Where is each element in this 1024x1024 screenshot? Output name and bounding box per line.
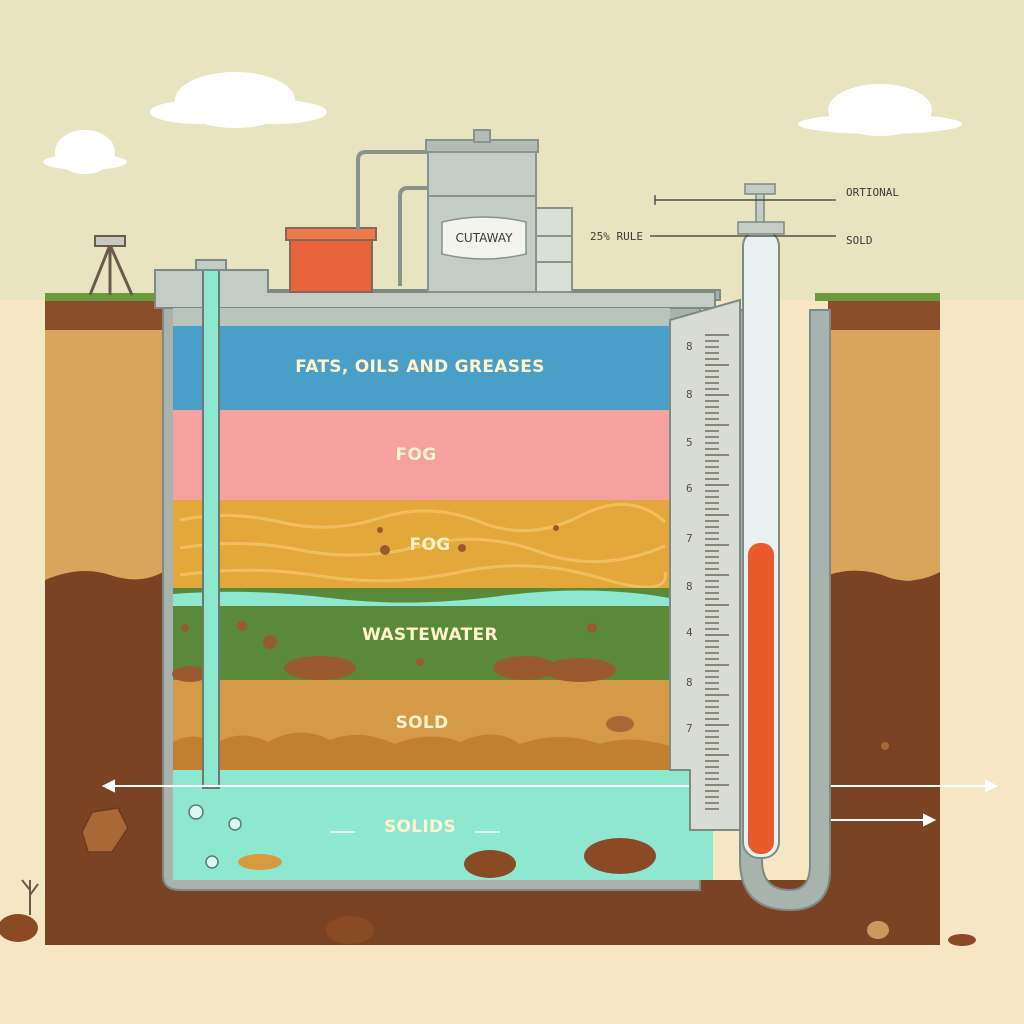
soil-right-top — [828, 300, 940, 330]
label-fog-1: FOG — [396, 445, 437, 465]
rock-icon — [493, 656, 557, 680]
rock-icon — [606, 716, 634, 732]
pebble-icon — [587, 623, 597, 633]
ruler-ticks — [705, 334, 729, 810]
soil-right-lower — [828, 570, 940, 945]
rock-icon — [464, 850, 516, 878]
label-fog-2: FOG — [410, 535, 451, 555]
solid-rubble — [173, 732, 670, 770]
ruler-tick-label: 8 — [686, 340, 693, 353]
stone-icon — [948, 934, 976, 946]
stone-icon — [81, 807, 129, 853]
layer-fats-oils-greases — [173, 326, 670, 410]
ruler-tick-label: 7 — [686, 532, 693, 545]
cutaway-sign — [441, 216, 527, 260]
rock-icon — [172, 666, 208, 682]
label-solid: SOLD — [396, 713, 449, 733]
cloud-icon — [150, 72, 327, 128]
rooftop-pipe — [356, 150, 430, 230]
gauge-collar — [737, 221, 785, 235]
ruler-labels: 8 8 5 6 7 8 4 8 7 — [686, 340, 693, 735]
bubble-icon — [228, 817, 242, 831]
tripod-icon — [88, 235, 134, 296]
ruler-tick-label: 8 — [686, 676, 693, 689]
rock-icon — [238, 854, 282, 870]
pebble-icon — [881, 742, 889, 750]
callout-rule: 25% RULE — [590, 230, 643, 243]
soil-left-top — [45, 300, 163, 330]
pebble-icon — [181, 624, 189, 632]
cutaway-sign-text: CUTAWAY — [456, 231, 514, 245]
pebble-icon — [377, 527, 383, 533]
rock-icon — [284, 656, 356, 680]
wastewater-surface — [173, 590, 670, 606]
gauge-fill — [748, 543, 774, 854]
grass-left — [45, 293, 163, 301]
cloud-icon — [43, 130, 127, 174]
grass-right — [815, 293, 940, 301]
bubble-icon — [205, 855, 219, 869]
stone-icon — [867, 921, 889, 939]
pebble-icon — [458, 544, 466, 552]
bubble-icon — [188, 804, 204, 820]
label-wastewater: WASTEWATER — [362, 625, 498, 645]
ruler-tick-label: 5 — [686, 436, 693, 449]
soil-left-upper — [45, 300, 163, 580]
inflow-arrow-icon — [101, 779, 690, 793]
ruler-tick-label: 8 — [686, 580, 693, 593]
gauge-panel — [669, 298, 741, 831]
grease-texture — [179, 502, 667, 589]
pebble-icon — [416, 658, 424, 666]
soil-left-lower — [45, 571, 163, 945]
callout-optional: ORTIONAL — [846, 186, 899, 199]
ruler-tick-label: 7 — [686, 722, 693, 735]
rock-icon — [544, 658, 616, 682]
rooftop-pipe — [398, 186, 430, 286]
cloud-icon — [798, 84, 962, 136]
storage-tank-cap — [473, 129, 491, 143]
label-solids: SOLIDS — [384, 817, 456, 837]
pebble-icon — [263, 635, 277, 649]
ruler-tick-label: 4 — [686, 626, 693, 639]
label-fats-oils-greases: FATS, OILS AND GREASES — [295, 357, 544, 377]
pebble-icon — [237, 621, 247, 631]
rock-icon — [584, 838, 656, 874]
stone-icon — [326, 916, 374, 944]
orange-bin — [289, 235, 373, 293]
soil-right-upper — [828, 300, 940, 580]
tank-lid — [154, 269, 716, 309]
inlet-pipe — [202, 267, 220, 789]
pebble-icon — [380, 545, 390, 555]
layer-fog-top — [173, 308, 670, 326]
layer-fog-pink — [173, 410, 670, 500]
callout-solid: SOLD — [846, 234, 873, 247]
ruler-tick-label: 6 — [686, 482, 693, 495]
grass-tuft-icon — [21, 879, 39, 915]
gauge-plunger-handle — [744, 183, 776, 195]
ruler-tick-label: 8 — [686, 388, 693, 401]
orange-bin-lid — [285, 227, 377, 241]
stone-icon — [0, 914, 38, 942]
inlet-pipe-cap — [195, 259, 227, 271]
outflow-arrow-icon — [828, 779, 999, 793]
pebble-icon — [553, 525, 559, 531]
outflow-arrow-icon — [828, 813, 937, 827]
